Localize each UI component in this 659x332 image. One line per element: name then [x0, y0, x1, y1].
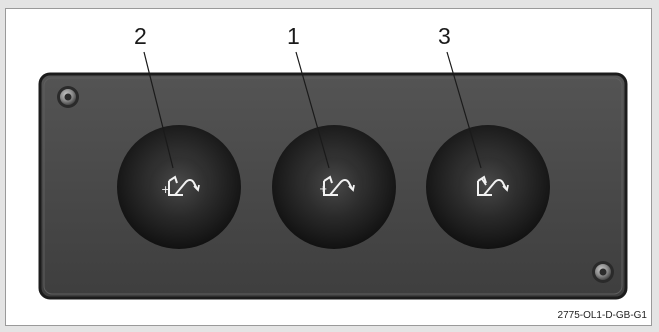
callout-number-1: 1: [287, 23, 300, 49]
callout-number-2: 2: [134, 23, 147, 49]
svg-text:+: +: [161, 183, 170, 196]
callout-leader-2: [143, 51, 174, 169]
callout-number-3: 3: [438, 23, 451, 49]
screw-head-icon: [592, 261, 614, 283]
callout-leader-3: [446, 51, 482, 169]
hydraulic-control-symbol-icon: +: [161, 176, 200, 196]
figure-reference-code: 2775-OL1-D-GB-G1: [558, 310, 648, 321]
knob-2[interactable]: +: [117, 125, 241, 249]
hydraulic-control-symbol-icon: +: [319, 176, 355, 196]
knob-3[interactable]: [426, 125, 550, 249]
knob-1[interactable]: +: [272, 125, 396, 249]
screw-head-icon: [57, 86, 79, 108]
hydraulic-control-symbol-icon: [477, 176, 509, 196]
callout-leader-1: [295, 51, 330, 169]
svg-text:+: +: [319, 184, 327, 195]
